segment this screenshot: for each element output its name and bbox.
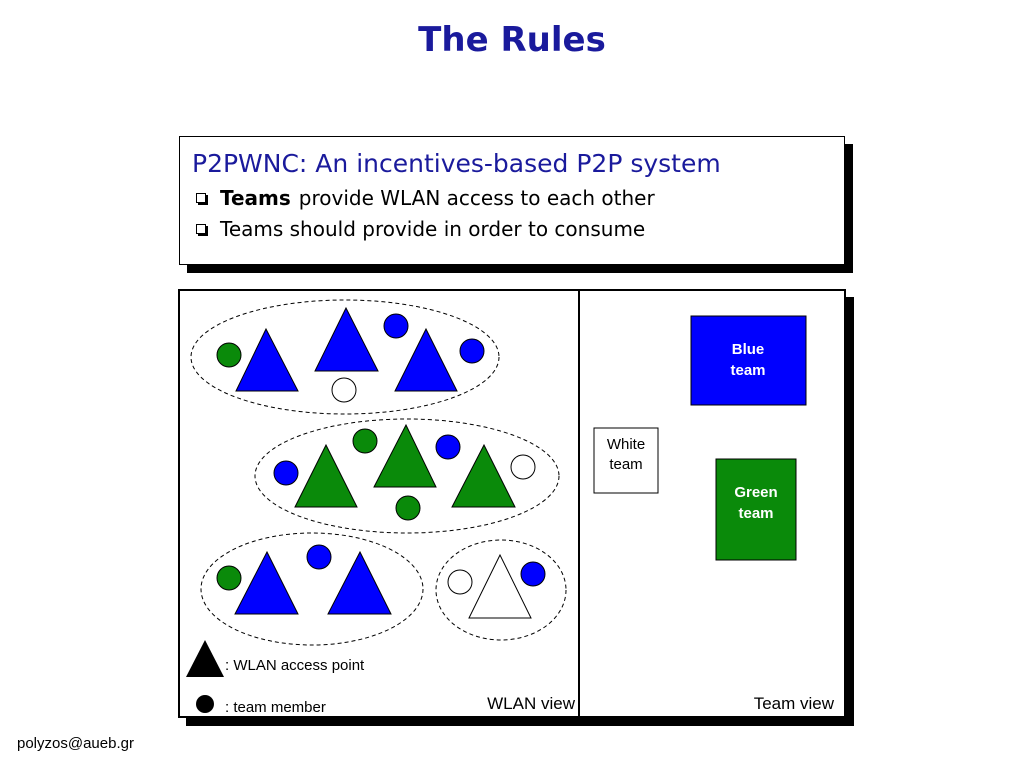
white-team-label-line1: White bbox=[607, 436, 645, 453]
bullet-text: Teams should provide in order to consume bbox=[220, 217, 646, 241]
team-view-label: Team view bbox=[754, 694, 835, 713]
team-member-circle bbox=[383, 313, 409, 339]
blue-team-box bbox=[690, 315, 807, 406]
access-point-triangle bbox=[294, 443, 358, 508]
team-ellipse bbox=[435, 539, 567, 641]
team-member-circle bbox=[395, 495, 421, 521]
team-member-circle bbox=[510, 454, 536, 480]
white-team-box bbox=[593, 427, 659, 494]
access-point-triangle bbox=[468, 553, 532, 619]
square-bullet-icon bbox=[196, 193, 206, 203]
team-member-circle bbox=[331, 377, 357, 403]
legend-access-point-icon bbox=[186, 640, 224, 677]
footer-email: polyzos@aueb.gr bbox=[17, 735, 134, 752]
legend-team-member-label: : team member bbox=[225, 699, 326, 716]
team-member-circle bbox=[447, 569, 473, 595]
intro-textbox: P2PWNC: An incentives-based P2P system T… bbox=[179, 136, 845, 265]
green-team-label-line1: Green bbox=[734, 484, 777, 501]
wlan-view-label: WLAN view bbox=[487, 694, 576, 713]
bullet-item: Teams provide WLAN access to each other bbox=[192, 186, 832, 210]
blue-team-label-line2: team bbox=[730, 362, 765, 379]
access-point-triangle bbox=[235, 327, 299, 392]
legend-team-member-icon bbox=[196, 695, 214, 713]
green-team-label-line2: team bbox=[738, 505, 773, 522]
team-member-circle bbox=[435, 434, 461, 460]
page-title: The Rules bbox=[418, 20, 606, 60]
bullet-item: Teams should provide in order to consume bbox=[192, 217, 832, 241]
green-team-box bbox=[715, 458, 797, 561]
team-ellipse bbox=[190, 299, 500, 415]
access-point-triangle bbox=[234, 550, 299, 615]
team-ellipse bbox=[254, 418, 560, 534]
blue-team-label-line1: Blue bbox=[732, 341, 765, 358]
access-point-triangle bbox=[451, 443, 516, 508]
team-member-circle bbox=[352, 428, 378, 454]
team-member-circle bbox=[216, 342, 242, 368]
team-member-circle bbox=[306, 544, 332, 570]
team-member-circle bbox=[273, 460, 299, 486]
bullet-bold-text: Teams bbox=[220, 186, 291, 210]
team-member-circle bbox=[459, 338, 485, 364]
textbox-heading: P2PWNC: An incentives-based P2P system bbox=[192, 149, 721, 178]
bullet-text: provide WLAN access to each other bbox=[298, 186, 655, 210]
access-point-triangle bbox=[373, 423, 437, 488]
access-point-triangle bbox=[394, 327, 458, 392]
square-bullet-icon bbox=[196, 224, 206, 234]
white-team-label-line2: team bbox=[609, 456, 642, 473]
team-member-circle bbox=[520, 561, 546, 587]
team-ellipse bbox=[200, 532, 424, 646]
access-point-triangle bbox=[327, 550, 392, 615]
access-point-triangle bbox=[314, 306, 379, 372]
team-member-circle bbox=[216, 565, 242, 591]
legend-access-point-label: : WLAN access point bbox=[225, 657, 365, 674]
